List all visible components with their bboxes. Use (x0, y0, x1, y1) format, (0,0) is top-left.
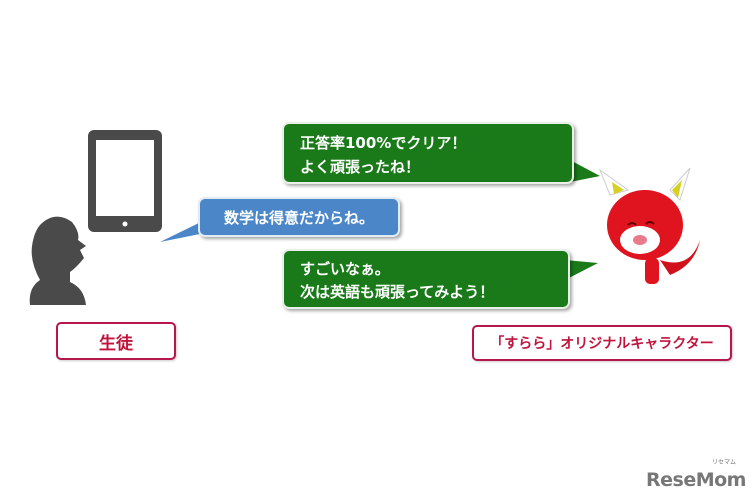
bubble1-line1: 正答率100%でクリア！ (300, 134, 467, 152)
blue-bubble-tail (160, 220, 210, 242)
student-speech-bubble: 数学は得意だからね。 (198, 197, 400, 237)
character-label: 「すらら」オリジナルキャラクター (472, 325, 732, 361)
bubble2-line2: 次は英語も頑張ってみよう！ (300, 283, 495, 301)
character-mascot-icon (598, 167, 705, 284)
tablet-icon (88, 130, 162, 232)
character-speech-bubble-2: すごいなぁ。 次は英語も頑張ってみよう！ (282, 249, 570, 309)
resemom-logo: ReseMom (646, 469, 746, 491)
bubble1-line2: よく頑張ったね！ (300, 158, 421, 176)
character-speech-bubble-1: 正答率100%でクリア！ よく頑張ったね！ (282, 122, 574, 184)
bubble2-line1: すごいなぁ。 (300, 260, 390, 278)
resemom-logo-subtext: リセマム (712, 459, 737, 466)
student-bubble-text: 数学は得意だからね。 (223, 208, 374, 227)
green-bubble-tail-1 (570, 160, 600, 182)
student-silhouette-icon (29, 216, 86, 305)
character-label-text: 「すらら」オリジナルキャラクター (490, 336, 714, 352)
student-label-text: 生徒 (99, 333, 133, 354)
student-label: 生徒 (56, 322, 176, 360)
green-bubble-tail-2 (565, 260, 598, 280)
